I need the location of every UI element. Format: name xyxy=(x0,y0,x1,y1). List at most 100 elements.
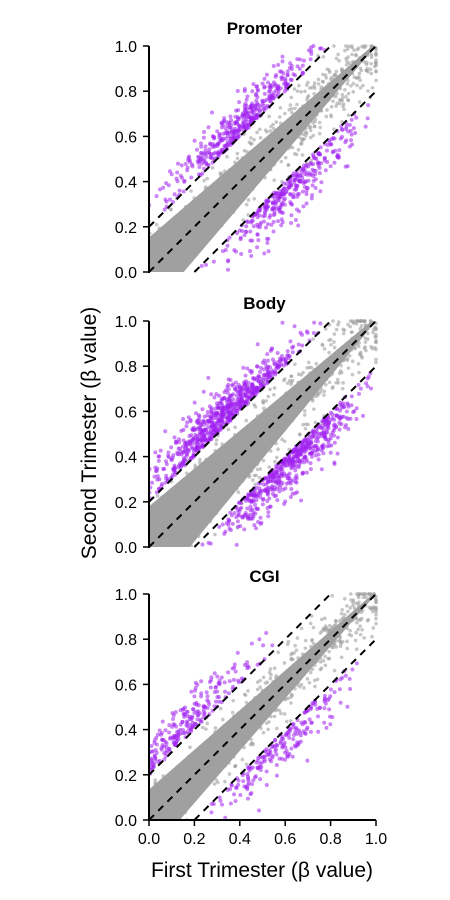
gray-point xyxy=(354,319,358,323)
purple-point xyxy=(202,414,207,419)
purple-point xyxy=(361,413,366,418)
purple-point xyxy=(253,775,258,780)
gray-point xyxy=(213,448,217,453)
gray-point xyxy=(359,68,364,73)
gray-point xyxy=(332,345,337,350)
purple-point xyxy=(201,389,206,394)
purple-point xyxy=(278,485,283,490)
purple-point xyxy=(162,207,167,212)
gray-point xyxy=(244,762,249,767)
gray-point xyxy=(332,332,337,336)
purple-point xyxy=(283,757,288,762)
purple-point xyxy=(269,478,274,483)
purple-point xyxy=(282,740,287,745)
purple-point xyxy=(237,100,242,105)
purple-point xyxy=(243,498,248,503)
purple-point xyxy=(290,478,295,483)
purple-point xyxy=(199,264,204,269)
purple-point xyxy=(235,519,240,524)
gray-point xyxy=(343,88,347,92)
purple-point xyxy=(177,463,182,468)
purple-point xyxy=(229,782,234,787)
reference-line-1 xyxy=(148,593,377,821)
purple-point xyxy=(275,363,280,368)
purple-point xyxy=(251,113,256,118)
purple-point xyxy=(154,742,159,747)
purple-point xyxy=(345,401,350,406)
purple-point xyxy=(309,51,314,56)
purple-point xyxy=(262,358,267,363)
purple-point xyxy=(169,172,174,177)
purple-point xyxy=(363,124,368,129)
purple-point xyxy=(265,222,270,227)
purple-point xyxy=(299,720,304,725)
purple-point xyxy=(191,723,196,728)
purple-point xyxy=(166,183,171,188)
gray-point xyxy=(230,710,235,715)
gray-point xyxy=(244,202,249,207)
gray-point xyxy=(289,382,293,387)
gray-point xyxy=(323,616,327,621)
gray-point xyxy=(351,81,356,86)
gray-point xyxy=(371,609,375,614)
purple-point xyxy=(317,171,322,176)
purple-point xyxy=(176,161,181,166)
purple-point xyxy=(215,674,220,679)
purple-point xyxy=(365,376,370,381)
purple-point xyxy=(340,134,345,139)
gray-point xyxy=(363,336,368,341)
purple-point xyxy=(233,380,238,385)
purple-point xyxy=(213,699,218,704)
purple-point xyxy=(181,189,186,194)
gray-point xyxy=(319,617,324,622)
purple-point xyxy=(226,670,231,675)
gray-point xyxy=(354,630,359,635)
purple-point xyxy=(209,407,214,412)
gray-point xyxy=(351,598,356,603)
gray-point xyxy=(374,340,378,345)
gray-point xyxy=(265,680,270,684)
purple-point xyxy=(304,201,309,206)
purple-point xyxy=(149,744,154,749)
gray-point xyxy=(272,714,277,719)
purple-point xyxy=(351,126,356,131)
gray-point xyxy=(266,394,271,399)
gray-point xyxy=(260,688,264,693)
purple-point xyxy=(249,219,254,224)
reference-line-0 xyxy=(148,320,332,503)
purple-point xyxy=(248,249,253,254)
purple-point xyxy=(229,402,234,407)
gray-point xyxy=(211,183,216,188)
gray-point xyxy=(233,763,238,768)
purple-point xyxy=(236,512,241,517)
purple-point xyxy=(318,705,323,710)
gray-point xyxy=(224,762,228,766)
purple-point xyxy=(356,391,361,396)
gray-point xyxy=(313,678,317,683)
gray-point xyxy=(257,475,262,480)
gray-point xyxy=(279,711,283,716)
purple-point xyxy=(279,217,284,222)
y-tick-label: 0.2 xyxy=(115,220,137,237)
gray-point xyxy=(350,60,355,64)
purple-point xyxy=(325,424,330,429)
purple-point xyxy=(223,689,228,694)
gray-point xyxy=(337,320,341,324)
purple-point xyxy=(307,434,312,439)
gray-point xyxy=(323,73,328,77)
purple-point xyxy=(249,516,254,521)
purple-point xyxy=(280,59,285,64)
purple-point xyxy=(254,485,259,490)
gray-point xyxy=(300,652,305,656)
gray-point xyxy=(183,204,188,209)
purple-point xyxy=(164,473,169,478)
gray-point xyxy=(279,159,284,164)
gray-point xyxy=(327,380,332,385)
gray-point xyxy=(301,132,306,137)
purple-point xyxy=(276,219,281,224)
purple-point xyxy=(154,490,159,495)
purple-point xyxy=(264,782,269,787)
gray-point xyxy=(334,327,339,332)
purple-point xyxy=(265,373,270,378)
gray-point xyxy=(358,78,363,82)
